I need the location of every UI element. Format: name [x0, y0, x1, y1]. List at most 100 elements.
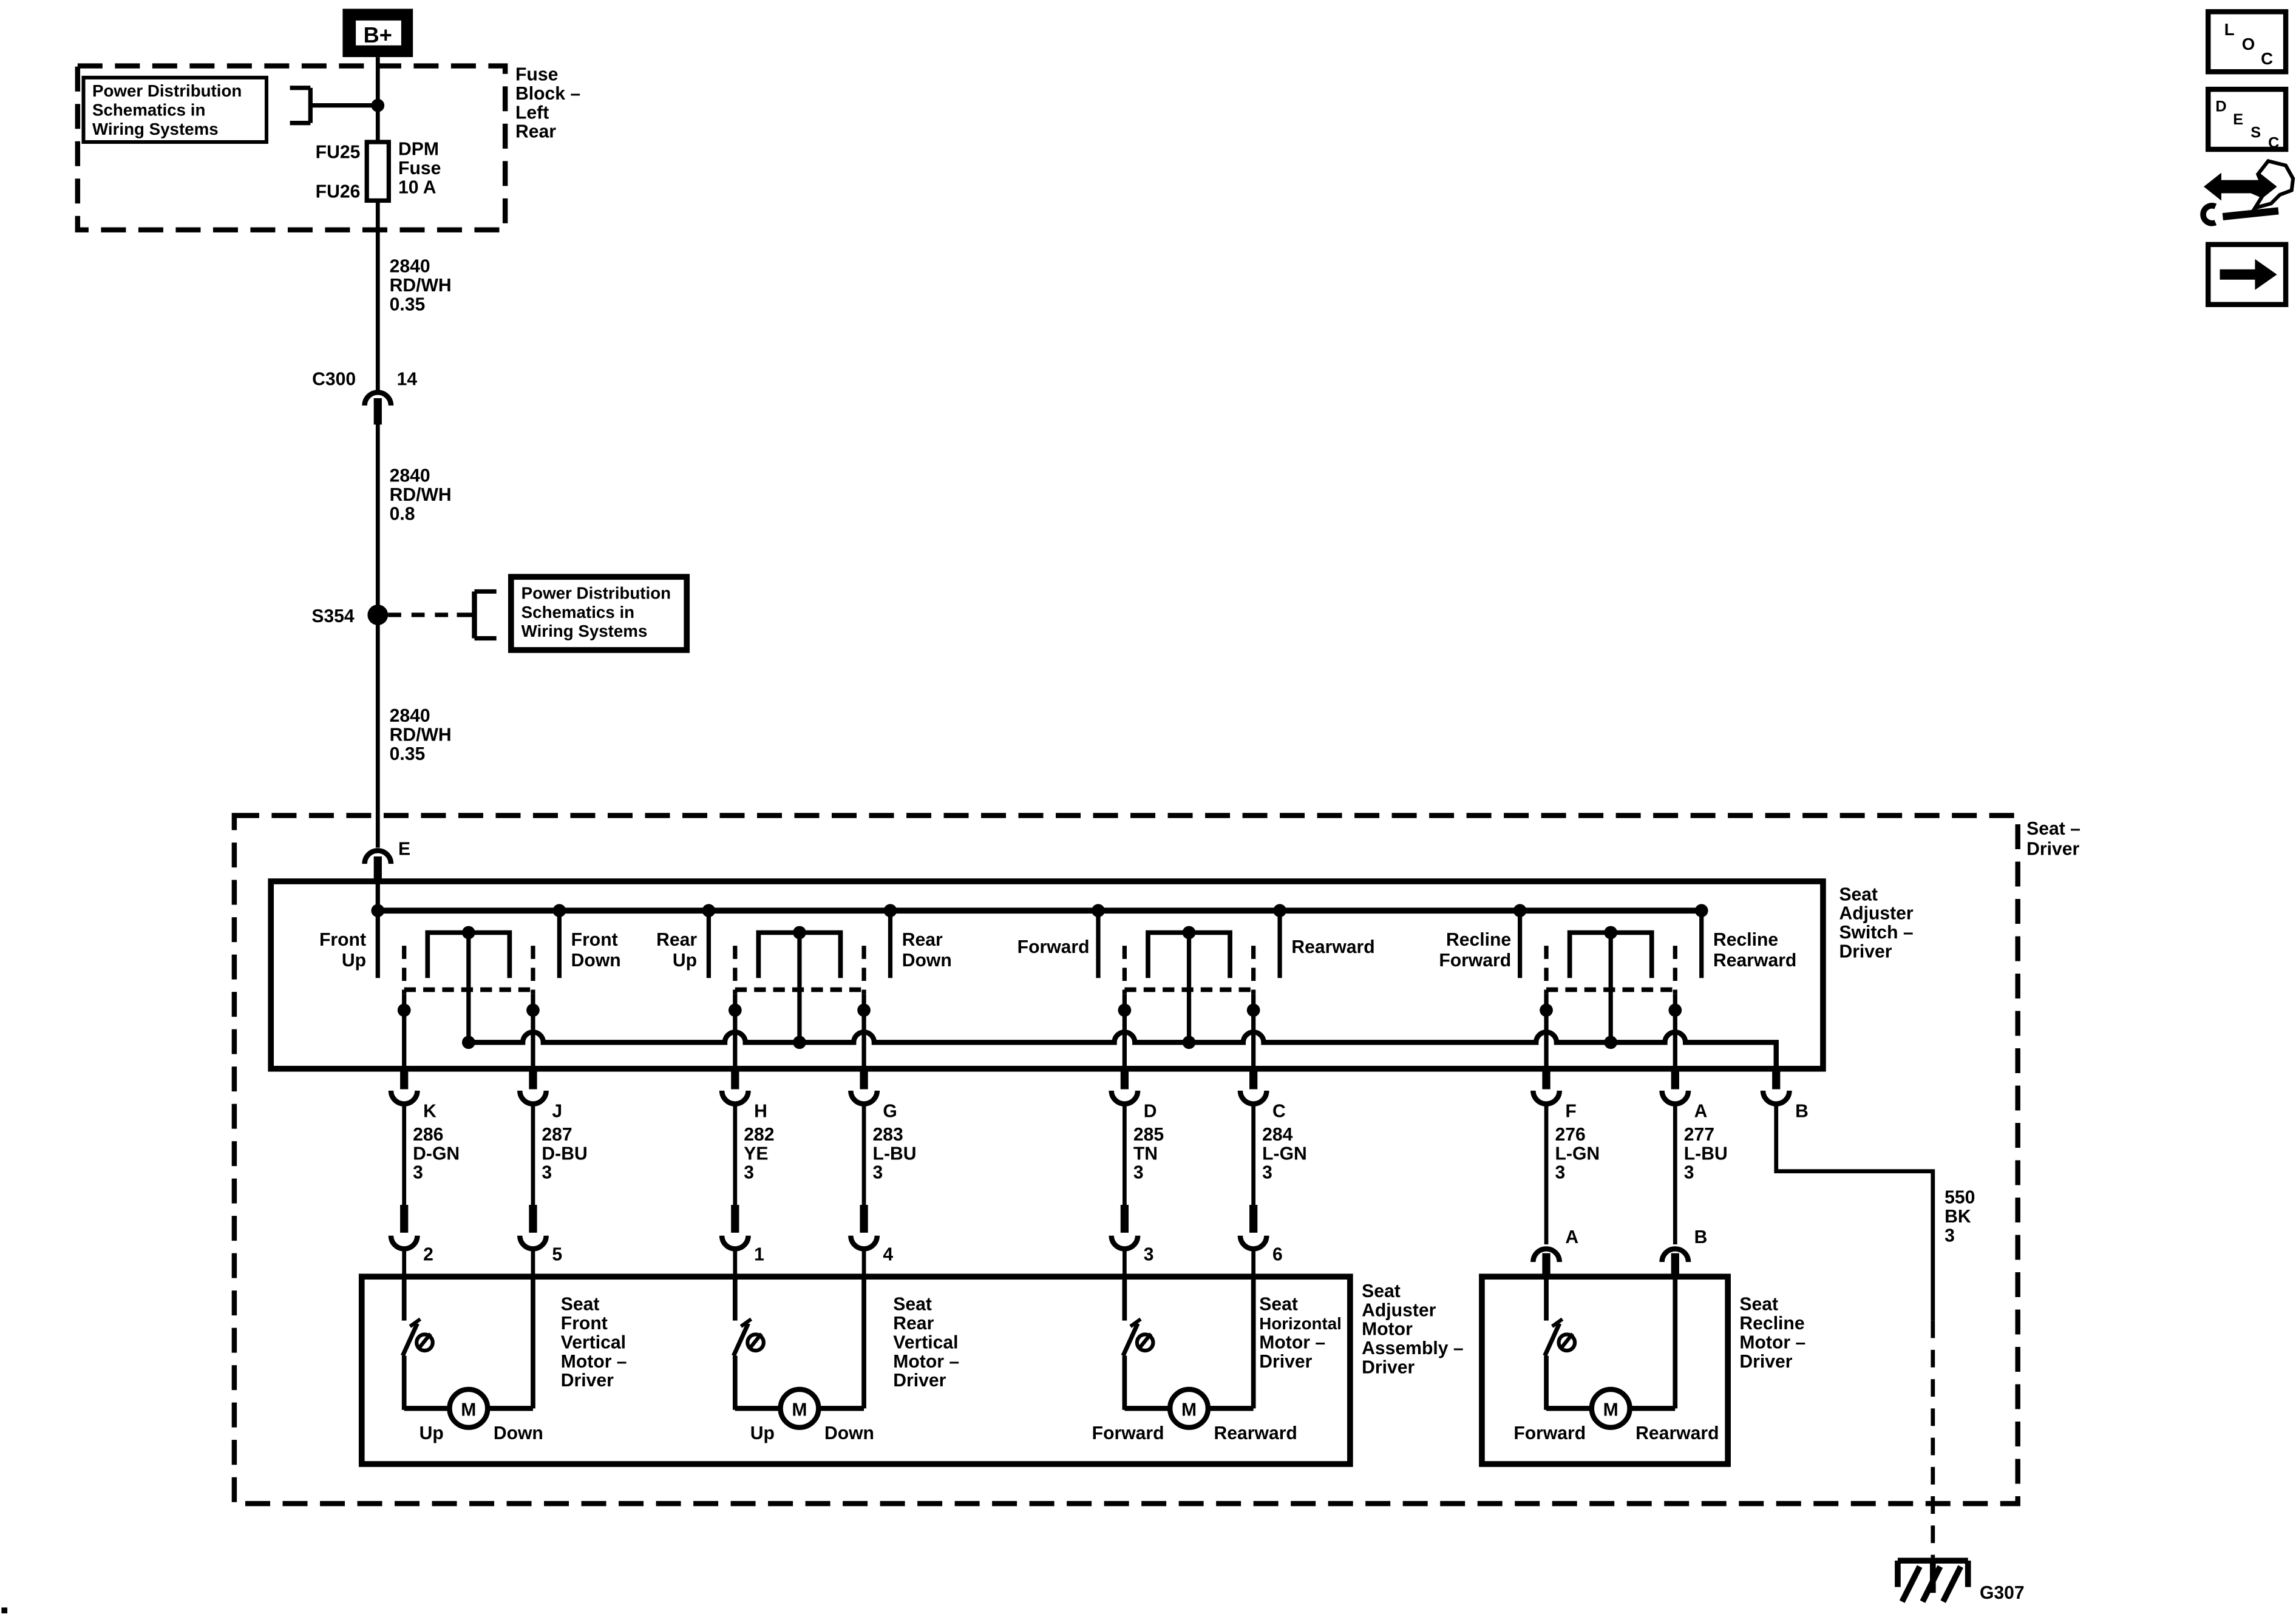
- pin-column-b-ground: B 550 BK 3 G307: [1760, 1068, 2025, 1603]
- w2-circuit: 2840: [390, 466, 430, 486]
- wire-c-color: L-GN: [1262, 1144, 1307, 1164]
- pin-column-k: K 286 D-GN 3 2: [388, 1068, 460, 1277]
- motor4-m-symbol: M: [1603, 1400, 1618, 1420]
- wire-a-code: 277: [1684, 1125, 1714, 1145]
- seat-adjuster-switch-box: [268, 878, 1826, 1072]
- wire-c-gauge: 3: [1262, 1163, 1272, 1183]
- wire-a-color: L-BU: [1684, 1144, 1728, 1164]
- pin-column-d: D 285 TN 3 3: [1109, 1068, 1164, 1277]
- motor4-line2: Recline: [1739, 1314, 1804, 1334]
- ground-wire-gauge: 3: [1944, 1225, 1955, 1246]
- switch-return-line: [461, 1029, 1779, 1069]
- loc-button[interactable]: L O C: [2206, 9, 2289, 75]
- fuse-block-dashed-box: [75, 63, 508, 232]
- recline-rearward-label-line1: Recline: [1713, 930, 1778, 950]
- w1-circuit: 2840: [390, 257, 430, 277]
- ref1-line3: Wiring Systems: [92, 120, 219, 138]
- adjust-wrench-icon[interactable]: [2200, 158, 2295, 226]
- rear-down-label-line2: Down: [902, 951, 952, 971]
- motor3-forward-label: Forward: [1092, 1423, 1164, 1443]
- next-arrow-button[interactable]: [2206, 242, 2289, 307]
- fuse-block-line4: Rear: [515, 122, 556, 142]
- motor1-line5: Driver: [561, 1371, 614, 1391]
- assembly-line3: Motor: [1362, 1320, 1413, 1340]
- pin-1-label: 1: [754, 1245, 764, 1265]
- fuse-block-line3: Left: [515, 103, 549, 123]
- wire-j-gauge: 3: [542, 1163, 552, 1183]
- switch-label-line3: Switch –: [1839, 923, 1913, 943]
- seat-recline-motor: M Forward Rearward Seat Recline Motor – …: [1513, 1276, 1805, 1443]
- pin-3-label: 3: [1144, 1245, 1154, 1265]
- ref2-line2: Schematics in: [521, 603, 634, 622]
- pin-k-label: K: [423, 1101, 436, 1121]
- front-up-label-line1: Front: [319, 930, 366, 950]
- ref2-line1: Power Distribution: [521, 584, 671, 603]
- wire-h-gauge: 3: [744, 1163, 754, 1183]
- seat-rear-vertical-motor: M Up Down Seat Rear Vertical Motor – Dri…: [732, 1276, 959, 1443]
- motor3-line1: Seat: [1259, 1295, 1298, 1315]
- pin-column-j: J 287 D-BU 3 5: [517, 1068, 588, 1277]
- power-feed-section: B+ Power Distribution Schematics in Wiri…: [75, 8, 690, 848]
- wire-f-color: L-GN: [1555, 1144, 1600, 1164]
- seat-driver-line2: Driver: [2026, 839, 2079, 859]
- switch-unit-recline[interactable]: Recline Forward Recline Rearward: [1439, 910, 1796, 1069]
- wire-d-code: 285: [1133, 1125, 1164, 1145]
- wire-k-code: 286: [413, 1125, 443, 1145]
- pin-column-g: G 283 L-BU 3 4: [848, 1068, 917, 1277]
- motor1-up-label: Up: [419, 1423, 444, 1443]
- ref1-line1: Power Distribution: [92, 81, 242, 100]
- seat-horizontal-motor: M Forward Rearward Seat Horizontal Motor…: [1092, 1276, 1342, 1443]
- fuse-desc-line2: Fuse: [398, 158, 441, 178]
- wire-j-code: 287: [542, 1125, 572, 1145]
- pin-6-label: 6: [1272, 1245, 1283, 1265]
- s354-ref-box: [508, 574, 690, 653]
- pin-a-motor-label: A: [1565, 1227, 1578, 1247]
- w3-gauge: 0.35: [390, 744, 426, 764]
- ground-wire-color: BK: [1944, 1207, 1971, 1227]
- b-plus-terminal-icon: B+: [342, 8, 413, 58]
- pin-column-c: C 284 L-GN 3 6: [1237, 1068, 1307, 1277]
- pin-column-a: A 277 L-BU 3 B: [1659, 1068, 1728, 1277]
- recline-rearward-label-line2: Rearward: [1713, 951, 1796, 971]
- motor2-m-symbol: M: [792, 1400, 807, 1420]
- desc-letter-d: D: [2215, 98, 2226, 115]
- fuse-id-top: FU25: [316, 142, 361, 162]
- fuse-block-line2: Block –: [515, 84, 580, 104]
- pin-g-label: G: [883, 1101, 897, 1121]
- motor4-forward-label: Forward: [1513, 1423, 1586, 1443]
- seat-recline-motor-box: [1479, 1273, 1731, 1467]
- pin-column-f: F 276 L-GN 3 A: [1530, 1068, 1600, 1277]
- desc-button[interactable]: D E S C: [2206, 86, 2289, 152]
- motor1-m-symbol: M: [461, 1400, 476, 1420]
- switch-unit-front-vertical[interactable]: Front Up Front Down: [319, 910, 621, 1069]
- pin-column-h: H 282 YE 3 1: [719, 1068, 775, 1277]
- assembly-line2: Adjuster: [1362, 1300, 1436, 1320]
- pin-b-motor-label: B: [1694, 1227, 1708, 1247]
- switch-unit-horizontal[interactable]: Forward Rearward: [1017, 910, 1375, 1069]
- front-down-label-line2: Down: [571, 951, 621, 971]
- forward-label: Forward: [1017, 937, 1090, 957]
- motor-assembly-name: Seat Adjuster Motor Assembly – Driver: [1362, 1281, 1463, 1377]
- loc-letter-o: O: [2242, 35, 2255, 53]
- wire-g-color: L-BU: [873, 1144, 917, 1164]
- pin-c-label: C: [1272, 1101, 1286, 1121]
- motor2-up-label: Up: [750, 1423, 775, 1443]
- dpm-fuse-symbol: FU25 FU26 DPM Fuse 10 A: [316, 140, 441, 203]
- pin-d-label: D: [1144, 1101, 1157, 1121]
- fuse-desc-line1: DPM: [398, 140, 439, 160]
- e-pin-label: E: [398, 839, 410, 859]
- e-connector-icon: E: [362, 839, 410, 882]
- pin-j-label: J: [552, 1101, 562, 1121]
- wire-f-gauge: 3: [1555, 1163, 1566, 1183]
- motor2-line2: Rear: [893, 1314, 934, 1334]
- fuse-id-bottom: FU26: [316, 182, 361, 202]
- wire-label-2840-b: 2840 RD/WH 0.8: [390, 466, 452, 524]
- motor1-line1: Seat: [561, 1295, 600, 1315]
- wire-k-gauge: 3: [413, 1163, 423, 1183]
- motor2-line3: Vertical: [893, 1332, 958, 1352]
- ground-symbol-icon: [1895, 1558, 1971, 1603]
- switch-label-line1: Seat: [1839, 884, 1878, 904]
- switch-unit-rear-vertical[interactable]: Rear Up Rear Down: [656, 910, 952, 1069]
- fuse-block-name: Fuse Block – Left Rear: [515, 65, 580, 142]
